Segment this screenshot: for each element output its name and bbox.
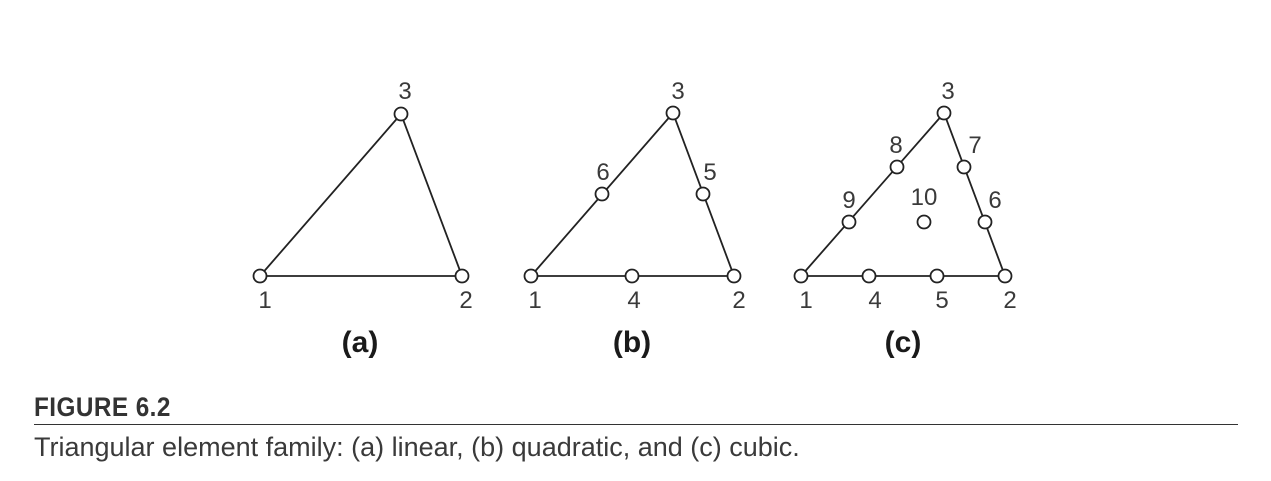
panel-label: (b) (613, 326, 651, 359)
panel-label: (a) (342, 326, 379, 359)
triangle-edges (258, 112, 464, 277)
caption-divider (34, 424, 1238, 425)
node-label-10: 10 (911, 184, 938, 211)
node-label-1: 1 (258, 287, 271, 314)
node-10 (916, 214, 932, 230)
node-1 (252, 268, 268, 284)
node-label-5: 5 (935, 287, 948, 314)
figure-number: FIGURE 6.2 (34, 392, 171, 422)
node-3 (665, 105, 681, 121)
node-6 (977, 214, 993, 230)
node-8 (889, 159, 905, 175)
figure-caption: FIGURE 6.2 Triangular element family: (a… (34, 390, 1238, 467)
triangle-edges (799, 111, 1007, 277)
node-label-9: 9 (842, 187, 855, 214)
triangle-panel-b: 1 2 3 4 5 6 (b) (523, 78, 746, 359)
node-label-6: 6 (988, 187, 1001, 214)
node-label-8: 8 (889, 132, 902, 159)
node-label-2: 2 (1003, 287, 1016, 314)
node-label-5: 5 (703, 159, 716, 186)
node-label-2: 2 (732, 287, 745, 314)
node-label-2: 2 (459, 287, 472, 314)
node-label-4: 4 (868, 287, 881, 314)
node-4 (624, 268, 640, 284)
node-3 (393, 106, 409, 122)
node-label-4: 4 (627, 287, 640, 314)
triangle-panel-a: 1 2 3 (a) (252, 78, 473, 359)
node-9 (841, 214, 857, 230)
triangle-panel-c: 1 2 3 4 5 6 7 8 9 10 (c) (793, 78, 1017, 359)
figure-caption-text: Triangular element family: (a) linear, (… (34, 432, 800, 462)
node-label-3: 3 (398, 78, 411, 105)
node-5 (929, 268, 945, 284)
node-2 (997, 268, 1013, 284)
panel-label: (c) (885, 326, 922, 359)
node-3 (936, 105, 952, 121)
node-2 (726, 268, 742, 284)
node-label-1: 1 (528, 287, 541, 314)
node-label-3: 3 (941, 78, 954, 105)
node-7 (956, 159, 972, 175)
node-4 (861, 268, 877, 284)
node-label-6: 6 (596, 159, 609, 186)
node-label-7: 7 (968, 132, 981, 159)
node-1 (793, 268, 809, 284)
node-6 (594, 186, 610, 202)
node-1 (523, 268, 539, 284)
node-5 (695, 186, 711, 202)
node-2 (454, 268, 470, 284)
node-label-3: 3 (671, 78, 684, 105)
node-label-1: 1 (799, 287, 812, 314)
